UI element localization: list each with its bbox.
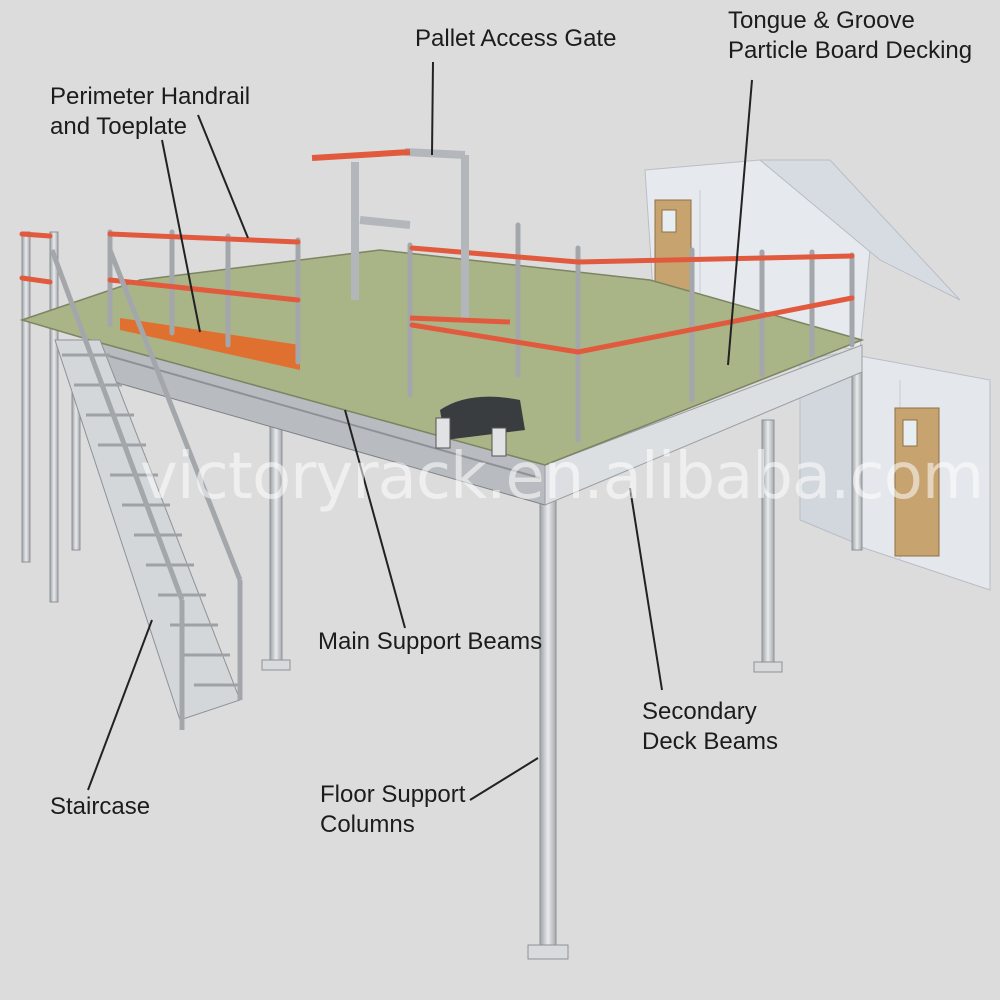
- secondary-beams-label-line2: Deck Beams: [642, 728, 779, 755]
- pallet-access-gate: [311, 148, 511, 325]
- leader-lines: [87, 61, 753, 801]
- pallet-access-gate-label: Pallet Access Gate: [415, 25, 617, 52]
- handrail-label-line1: Perimeter Handrail: [50, 83, 251, 110]
- decking-label-line2: Particle Board Decking: [728, 37, 973, 64]
- handrail-label-line2: and Toeplate: [50, 113, 188, 140]
- watermark: victoryrack.en.alibaba.com: [140, 440, 984, 514]
- columns-label-line2: Columns: [320, 811, 415, 838]
- secondary-deck-beams: [435, 396, 525, 457]
- columns-label-line1: Floor Support: [320, 781, 466, 808]
- staircase-label: Staircase: [50, 793, 151, 820]
- floor-support-columns: [21, 231, 863, 960]
- main-support-beams-label: Main Support Beams: [318, 628, 543, 655]
- particle-board-deck: [19, 249, 865, 466]
- toeplate: [120, 318, 300, 370]
- staircase-graphic: [49, 249, 243, 730]
- secondary-beams-label-line1: Secondary: [642, 698, 757, 725]
- decking-label-line1: Tongue & Groove: [728, 7, 915, 34]
- perimeter-handrail: [19, 222, 855, 443]
